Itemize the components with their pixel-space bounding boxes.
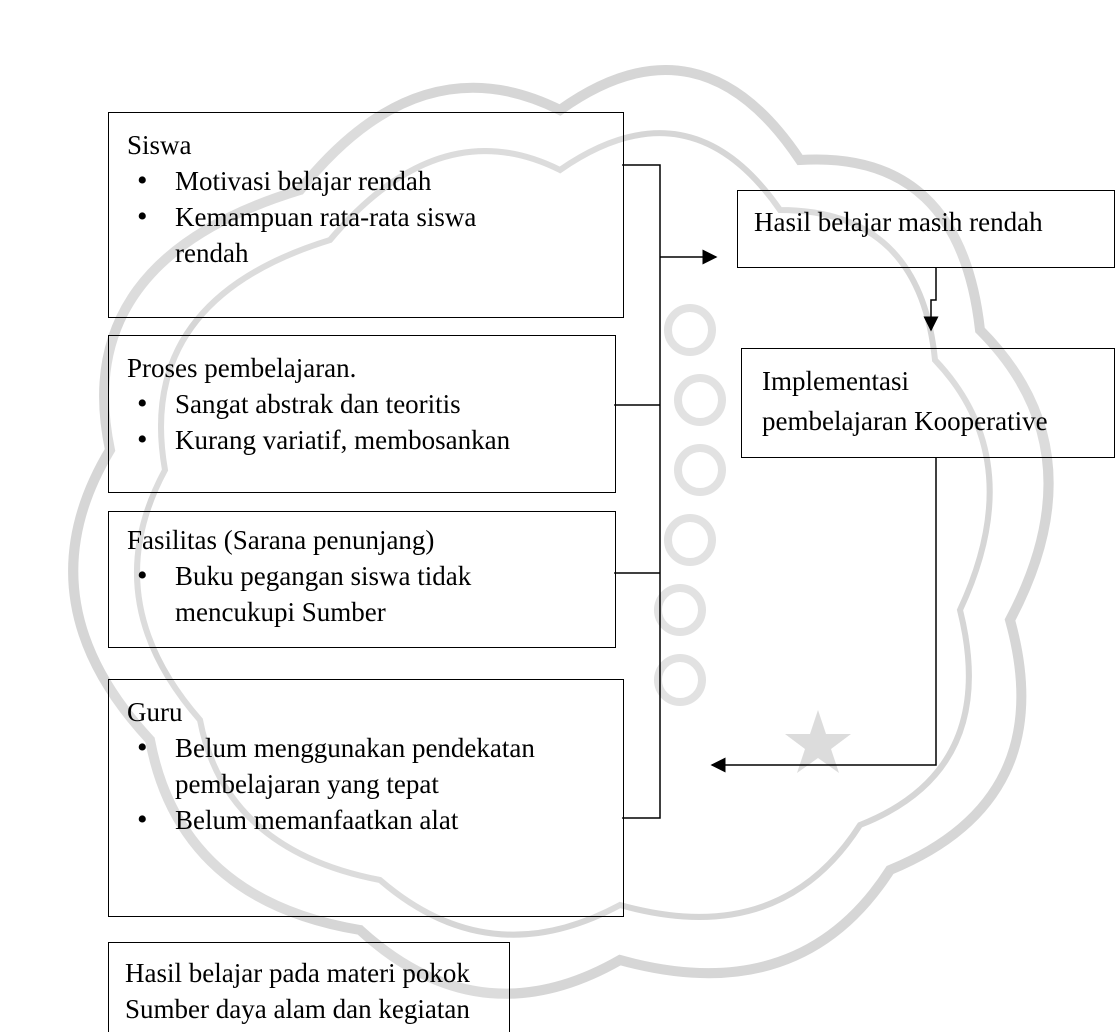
emblem-chain-link bbox=[674, 444, 726, 496]
box-siswa-list: Motivasi belajar rendah Kemampuan rata-r… bbox=[127, 163, 605, 271]
list-item: Sangat abstrak dan teoritis bbox=[127, 386, 597, 422]
emblem-chain-link bbox=[654, 654, 706, 706]
bracket-line bbox=[622, 164, 661, 819]
arrow-to-implementasi bbox=[923, 267, 939, 332]
list-item: Motivasi belajar rendah bbox=[127, 163, 605, 199]
box-hasil-rendah-text: Hasil belajar masih rendah bbox=[754, 207, 1043, 237]
box-proses-list: Sangat abstrak dan teoritis Kurang varia… bbox=[127, 386, 597, 458]
list-item: Belum memanfaatkan alat bbox=[127, 802, 605, 838]
arrow-to-hasil-materi bbox=[710, 458, 937, 773]
box-proses-pembelajaran: Proses pembelajaran. Sangat abstrak dan … bbox=[108, 335, 616, 493]
box-fasilitas-list: Buku pegangan siswa tidak mencukupi Sumb… bbox=[127, 558, 597, 630]
box-guru: Guru Belum menggunakan pendekatan pembel… bbox=[108, 679, 624, 917]
box-implementasi-line2: pembelajaran Kooperative bbox=[762, 406, 1048, 436]
box-fasilitas-title: Fasilitas (Sarana penunjang) bbox=[127, 525, 435, 555]
box-hasil-materi-line1: Hasil belajar pada materi pokok bbox=[125, 958, 470, 988]
box-proses-title: Proses pembelajaran. bbox=[127, 353, 357, 383]
emblem-chain-link bbox=[674, 374, 726, 426]
emblem-chain-link bbox=[664, 304, 716, 356]
box-hasil-materi-pokok: Hasil belajar pada materi pokok Sumber d… bbox=[108, 942, 510, 1032]
box-hasil-belajar-rendah: Hasil belajar masih rendah bbox=[737, 190, 1115, 268]
emblem-star-icon bbox=[785, 710, 851, 773]
list-item: Buku pegangan siswa tidak mencukupi Sumb… bbox=[127, 558, 535, 630]
list-item: Belum menggunakan pendekatan pembelajara… bbox=[127, 730, 585, 802]
box-hasil-materi-line2: Sumber daya alam dan kegiatan bbox=[125, 994, 470, 1024]
emblem-chain-link bbox=[654, 584, 706, 636]
box-siswa-title: Siswa bbox=[127, 130, 192, 160]
list-item: Kemampuan rata-rata siswa rendah bbox=[127, 199, 555, 271]
box-implementasi: Implementasi pembelajaran Kooperative bbox=[741, 348, 1115, 458]
box-siswa: Siswa Motivasi belajar rendah Kemampuan … bbox=[108, 112, 624, 318]
list-item: Kurang variatif, membosankan bbox=[127, 422, 597, 458]
box-implementasi-line1: Implementasi bbox=[762, 366, 909, 396]
emblem-chain-link bbox=[664, 514, 716, 566]
box-fasilitas: Fasilitas (Sarana penunjang) Buku pegang… bbox=[108, 511, 616, 648]
box-guru-title: Guru bbox=[127, 697, 183, 727]
box-guru-list: Belum menggunakan pendekatan pembelajara… bbox=[127, 730, 605, 838]
